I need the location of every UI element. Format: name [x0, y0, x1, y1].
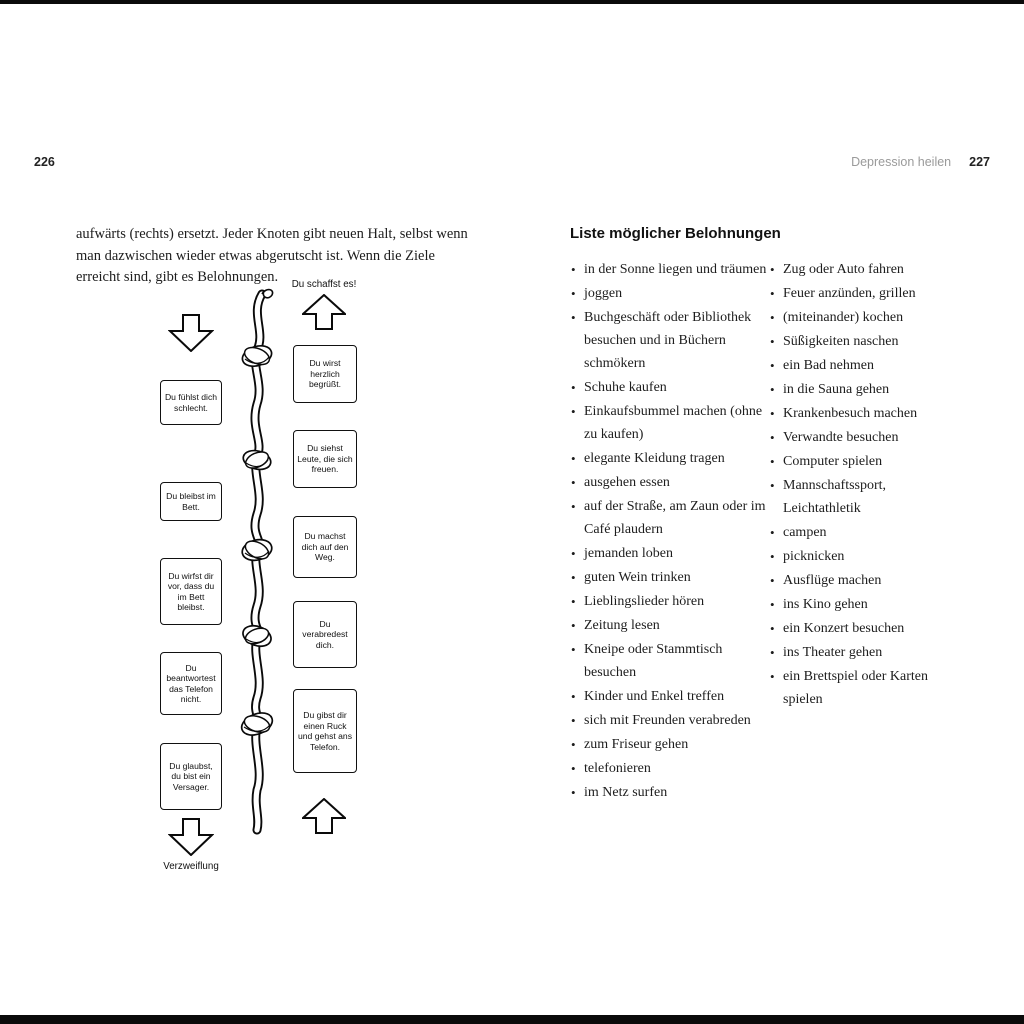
list-item: sich mit Freunden verabreden — [571, 709, 768, 732]
list-item: auf der Straße, am Zaun oder im Café pla… — [571, 495, 768, 541]
list-item: guten Wein trinken — [571, 566, 768, 589]
list-item: Mannschaftssport, Leichtathletik — [770, 474, 955, 520]
list-item: Einkaufsbummel machen (ohne zu kaufen) — [571, 400, 768, 446]
rope-knot — [242, 449, 272, 471]
list-item: (miteinander) kochen — [770, 306, 955, 329]
diagram-label-success: Du schaffst es! — [291, 279, 357, 290]
list-item: ein Brettspiel oder Karten spielen — [770, 665, 955, 711]
diagram-box-negative: Du glaubst, du bist ein Versager. — [160, 743, 222, 810]
rewards-heading: Liste möglicher Belohnungen — [570, 225, 781, 242]
list-item: Buchgeschäft oder Bibliothek besuchen un… — [571, 306, 768, 375]
diagram-box-negative: Du beantwortest das Telefon nicht. — [160, 652, 222, 715]
list-item: telefonieren — [571, 757, 768, 780]
rope-knot — [241, 538, 273, 562]
list-item: elegante Kleidung tragen — [571, 447, 768, 470]
list-item: Kneipe oder Stammtisch besuchen — [571, 638, 768, 684]
page-number-left: 226 — [34, 155, 55, 169]
diagram-box-positive: Du verabredest dich. — [293, 601, 357, 668]
running-header: Depression heilen 227 — [851, 155, 990, 169]
list-item: im Netz surfen — [571, 781, 768, 804]
rewards-list-column-1: in der Sonne liegen und träumenjoggenBuc… — [571, 258, 768, 805]
rope-knot — [240, 712, 274, 736]
list-item: ausgehen essen — [571, 471, 768, 494]
diagram-box-positive: Du wirst herzlich begrüßt. — [293, 345, 357, 403]
list-item: in der Sonne liegen und träumen — [571, 258, 768, 281]
list-item: Feuer anzünden, grillen — [770, 282, 955, 305]
arrow-up-icon — [302, 798, 346, 834]
list-item: Ausflüge machen — [770, 569, 955, 592]
list-item: ins Kino gehen — [770, 593, 955, 616]
list-item: ein Konzert besuchen — [770, 617, 955, 640]
arrow-down-icon — [168, 818, 214, 856]
diagram-box-negative: Du wirfst dir vor, dass du im Bett bleib… — [160, 558, 222, 625]
list-item: Zug oder Auto fahren — [770, 258, 955, 281]
diagram-box-positive: Du gibst dir einen Ruck und gehst ans Te… — [293, 689, 357, 773]
diagram-label-despair: Verzweiflung — [163, 861, 219, 872]
arrow-up-icon — [302, 294, 346, 330]
list-item: in die Sauna gehen — [770, 378, 955, 401]
list-item: picknicken — [770, 545, 955, 568]
arrow-down-icon — [168, 314, 214, 352]
list-item: Zeitung lesen — [571, 614, 768, 637]
intro-paragraph: aufwärts (rechts) ersetzt. Jeder Knoten … — [76, 226, 468, 285]
list-item: Lieblingslieder hören — [571, 590, 768, 613]
scan-edge-bottom — [0, 1015, 1024, 1024]
diagram-box-negative: Du bleibst im Bett. — [160, 482, 222, 521]
rewards-list-column-2: Zug oder Auto fahrenFeuer anzünden, gril… — [770, 258, 955, 712]
list-item: Computer spielen — [770, 450, 955, 473]
rope-knot — [241, 344, 273, 368]
rope-with-knots-illustration — [240, 288, 274, 835]
diagram-box-negative: Du fühlst dich schlecht. — [160, 380, 222, 425]
list-item: Schuhe kaufen — [571, 376, 768, 399]
diagram-box-positive: Du machst dich auf den Weg. — [293, 516, 357, 578]
scan-edge-top — [0, 0, 1024, 4]
chapter-title: Depression heilen — [851, 155, 952, 169]
list-item: Krankenbesuch machen — [770, 402, 955, 425]
diagram-box-positive: Du siehst Leute, die sich freuen. — [293, 430, 357, 488]
page-number-right: 227 — [969, 155, 990, 169]
list-item: zum Friseur gehen — [571, 733, 768, 756]
list-item: Süßigkeiten naschen — [770, 330, 955, 353]
list-item: jemanden loben — [571, 542, 768, 565]
list-item: Kinder und Enkel treffen — [571, 685, 768, 708]
list-item: ins Theater gehen — [770, 641, 955, 664]
list-item: ein Bad nehmen — [770, 354, 955, 377]
list-item: joggen — [571, 282, 768, 305]
list-item: Verwandte besuchen — [770, 426, 955, 449]
list-item: campen — [770, 521, 955, 544]
rope-knot — [242, 624, 272, 648]
